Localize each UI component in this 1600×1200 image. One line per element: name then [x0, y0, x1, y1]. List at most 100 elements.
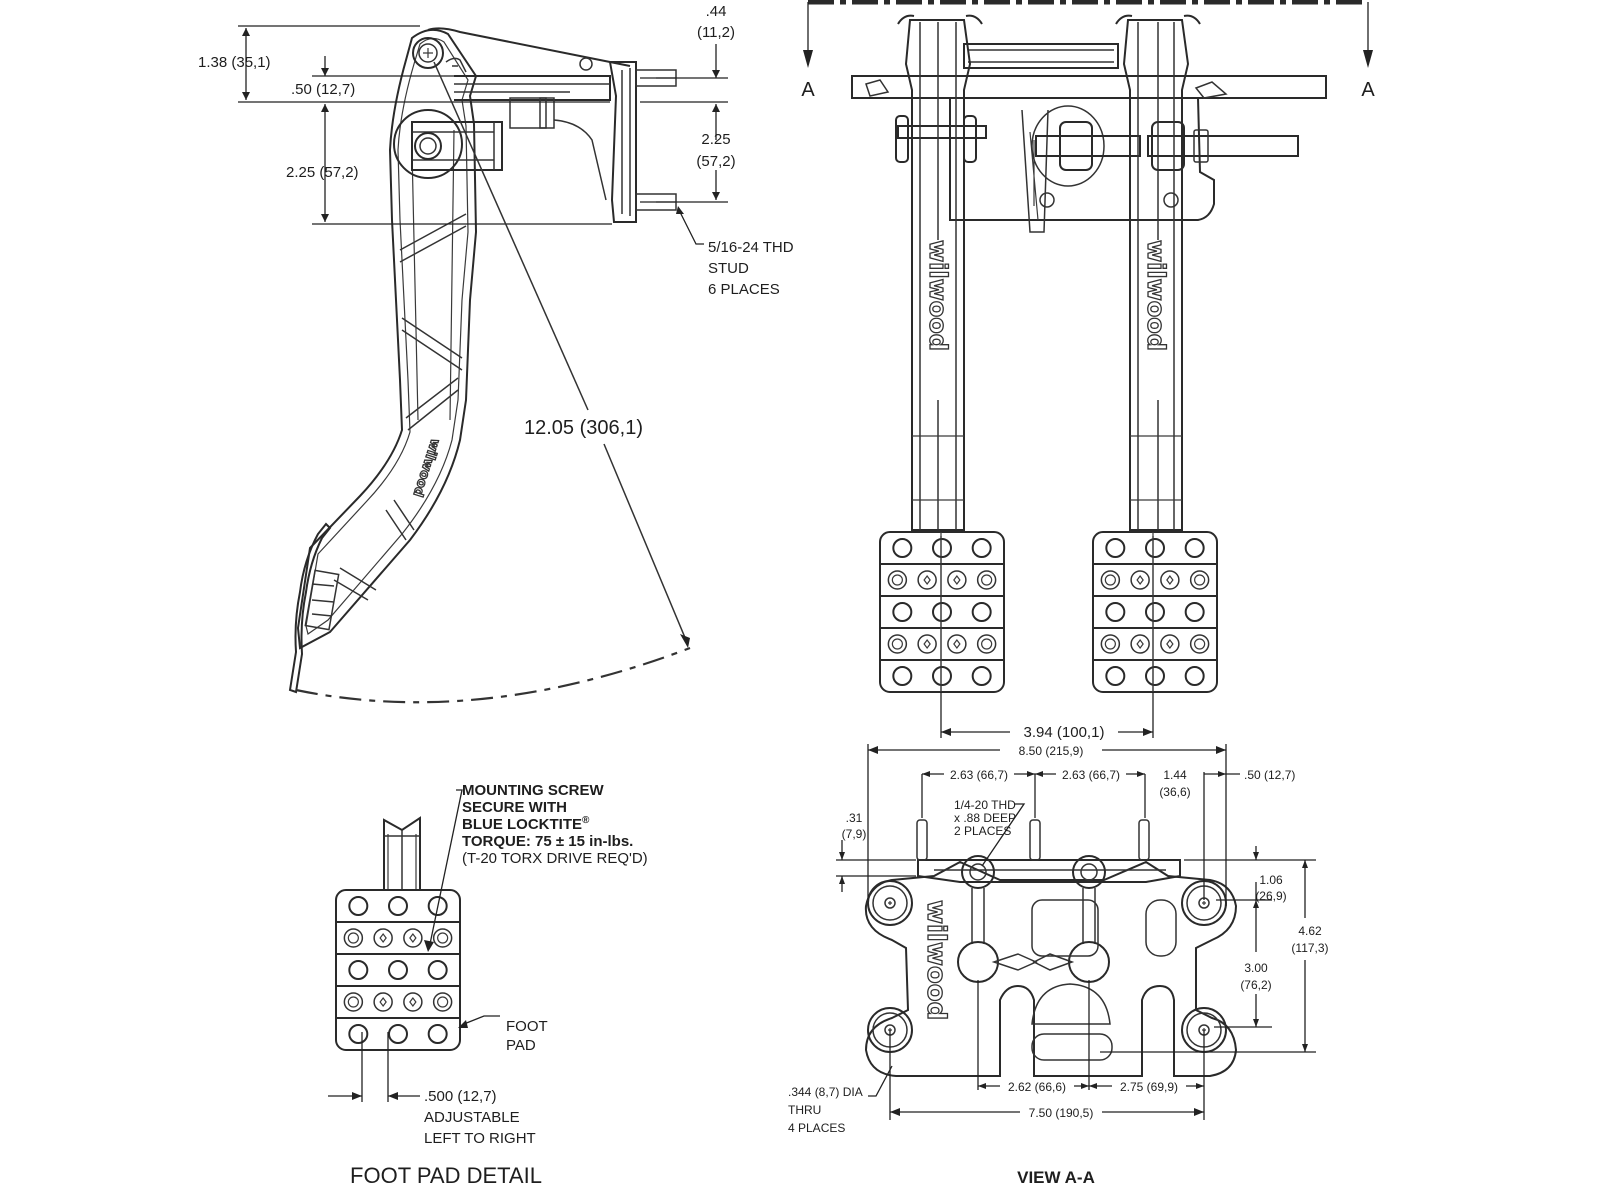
dim-overall-height-mm: (117,3): [1291, 941, 1328, 955]
torx-screw-icon: [1166, 639, 1174, 649]
hole-note-line-3: 4 PLACES: [788, 1121, 845, 1135]
foot-pad-label-line-2: PAD: [506, 1037, 536, 1054]
foot-pad-label-line-1: FOOT: [506, 1018, 548, 1035]
pad-screw: [1160, 634, 1180, 654]
mount-hole-center: [888, 901, 892, 905]
dim-stud-spacing-in: 2.25: [701, 131, 730, 148]
screw-note-line-4: TORQUE: 75 ± 15 in-lbs.: [462, 833, 633, 850]
torx-screw-icon: [923, 639, 931, 649]
mount-hole-center: [1202, 901, 1206, 905]
stud-note-line-3: 6 PLACES: [708, 281, 780, 298]
torx-screw-icon: [1136, 575, 1144, 585]
pad-screw: [947, 634, 967, 654]
pad-hole: [1145, 602, 1165, 622]
pad-hole: [1184, 602, 1205, 622]
pad-outline: [1092, 531, 1218, 693]
pad-hole: [971, 602, 992, 622]
front-crossbar: [851, 75, 1327, 99]
pad-screw: [976, 634, 997, 654]
dim-pedal-offset-2: 2.75 (69,9): [1120, 1080, 1178, 1094]
thread-note-line-2: x .88 DEEP: [954, 811, 1016, 825]
pivot-bolt: [412, 37, 444, 69]
mount-plate-outline: [864, 860, 1238, 1077]
torx-screw-icon: [1136, 639, 1144, 649]
dim-edge-offset-mm: (36,6): [1159, 785, 1190, 799]
hole-note-line-1: .344 (8,7) DIA: [788, 1085, 863, 1099]
pad-screw: [887, 634, 908, 654]
plate-logo: wilwood: [921, 900, 951, 1020]
front-pedal-arm-2: wilwood: [1115, 14, 1201, 531]
torx-screw-icon: [379, 933, 387, 943]
pad-screw: [373, 992, 393, 1012]
dim-stud-spacing-mm: (57,2): [696, 153, 735, 170]
screw-note-line-3: BLUE LOCKTITE®: [462, 815, 590, 833]
pad-screw-inner: [347, 932, 359, 944]
view-a-a-title: VIEW A-A: [1017, 1168, 1095, 1187]
pad-screw: [1130, 570, 1150, 590]
adjust-note-line-1: .500 (12,7): [424, 1088, 497, 1105]
cylinder-bracket: [454, 57, 677, 223]
pad-screw: [343, 992, 364, 1012]
clevis: [411, 121, 503, 171]
pad-hole: [971, 666, 992, 686]
pad-hole: [348, 896, 369, 916]
pad-screw-inner: [1104, 574, 1116, 586]
pad-hole: [971, 538, 992, 558]
foot-pad-detail: MOUNTING SCREW SECURE WITH BLUE LOCKTITE…: [328, 782, 648, 1188]
dim-rod-offset: 2.25 (57,2): [286, 164, 359, 181]
top-studs: [916, 819, 1150, 861]
dim-mount-top-mm: (26,9): [1255, 889, 1286, 903]
front-arm-2-logo: wilwood: [1142, 240, 1170, 351]
pad-screw-inner: [1104, 638, 1116, 650]
dim-pedal-offset-1: 2.62 (66,6): [1008, 1080, 1066, 1094]
pad-hole: [388, 1024, 408, 1044]
pad-screw-inner: [981, 638, 993, 650]
pad-screw: [917, 634, 937, 654]
dim-edge-offset-in: 1.44: [1163, 768, 1187, 782]
pad-hole: [388, 960, 408, 980]
pad-hole: [892, 666, 913, 686]
adjust-note-line-3: LEFT TO RIGHT: [424, 1130, 536, 1147]
pad-hole: [892, 538, 913, 558]
dim-top-offset-in: .31: [846, 811, 863, 825]
torx-screw-icon: [409, 933, 417, 943]
stud-note-line-2: STUD: [708, 260, 749, 277]
pad-screw: [917, 570, 937, 590]
pad-screw-inner: [437, 932, 449, 944]
pad-screw-inner: [437, 996, 449, 1008]
front-foot-pad-1: [879, 531, 1005, 693]
pad-screw: [343, 928, 364, 948]
front-foot-pad-2: [1092, 531, 1218, 693]
pad-hole: [1145, 538, 1165, 558]
detail-foot-pad: [335, 889, 461, 1051]
dim-hole-spacing-2: 2.63 (66,7): [1062, 768, 1120, 782]
pad-screw: [947, 570, 967, 590]
torx-screw-icon: [409, 997, 417, 1007]
dim-mount-top-in: 1.06: [1259, 873, 1283, 887]
dim-stud-top-in: .44: [706, 3, 727, 20]
thread-note-line-1: 1/4-20 THD: [954, 798, 1016, 812]
pad-screw: [887, 570, 908, 590]
torx-screw-icon: [923, 575, 931, 585]
side-arm-logo: wilwood: [410, 437, 443, 499]
pad-screw: [976, 570, 997, 590]
pad-screw: [432, 928, 453, 948]
pad-hole: [1105, 538, 1126, 558]
pad-screw: [1130, 634, 1150, 654]
mount-boss: [867, 880, 913, 926]
screw-note-line-5: (T-20 TORX DRIVE REQ'D): [462, 850, 648, 867]
section-marker-left: A: [801, 79, 815, 101]
dim-overall-width: 8.50 (215,9): [1019, 744, 1084, 758]
rod-end-boss: [393, 109, 463, 179]
dim-pivot-height: 1.38 (35,1): [198, 54, 271, 71]
pad-screw: [432, 992, 453, 1012]
pad-hole: [892, 602, 913, 622]
front-pedal-arm-1: wilwood: [897, 14, 983, 531]
view-a-a: wilwood: [788, 744, 1329, 1187]
swing-arc: [295, 646, 691, 704]
pad-hole: [348, 960, 369, 980]
dim-top-offset-mm: (7,9): [842, 827, 867, 841]
pad-screw-inner: [981, 574, 993, 586]
